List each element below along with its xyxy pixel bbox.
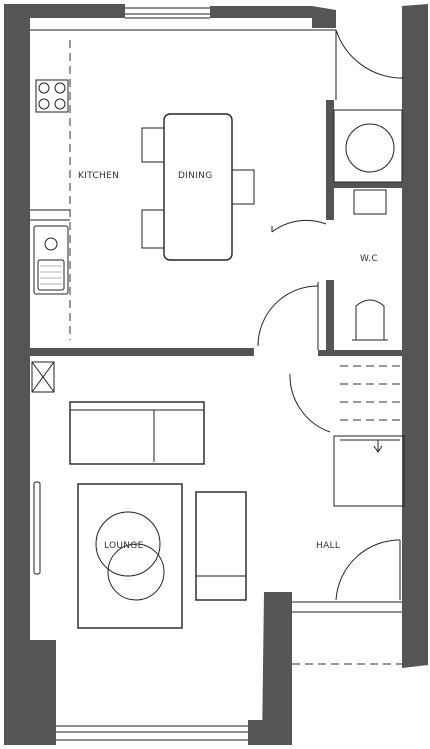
kitchen-units — [30, 40, 71, 340]
wc-room — [271, 189, 388, 341]
kitchen-door-icon — [257, 282, 319, 350]
top-wall-left — [30, 4, 125, 18]
exterior-walls — [4, 4, 428, 745]
wc-wall-lower — [326, 280, 334, 356]
cupboard-x-icon — [31, 361, 55, 393]
chair-icon — [141, 127, 165, 163]
top-windows — [30, 7, 336, 31]
storage-door-icon — [335, 29, 404, 100]
porch-wall — [262, 592, 292, 745]
storage-cupboard — [333, 109, 403, 183]
top-wall-middle — [210, 6, 312, 18]
top-wall-right-pier — [312, 6, 336, 28]
internal-walls — [30, 100, 404, 356]
bay-wall-right — [248, 720, 264, 745]
chair-icon — [231, 169, 255, 205]
kitchen-label: KITCHEN — [78, 171, 119, 181]
boiler-icon — [345, 123, 395, 173]
dining-label: DINING — [178, 171, 212, 181]
lounge-furniture — [31, 361, 247, 629]
radiator-icon — [33, 481, 41, 575]
basin-icon — [353, 189, 387, 215]
kitchen-lounge-partition — [30, 348, 254, 356]
left-wall — [4, 4, 56, 745]
bay-wall-left — [30, 640, 56, 745]
rug — [77, 483, 183, 629]
front-door-icon — [292, 539, 402, 665]
wc-bottom-wall — [318, 350, 404, 356]
hall-label: HALL — [316, 541, 340, 551]
toilet-icon — [355, 299, 385, 341]
chair-icon — [141, 209, 165, 249]
stairs — [289, 365, 405, 507]
bottom-wall — [56, 728, 262, 745]
right-wall — [402, 4, 428, 668]
wc-label: W.C — [360, 254, 378, 264]
bay-window — [56, 725, 248, 741]
wc-wall-upper — [326, 100, 334, 220]
sink-icon — [33, 225, 69, 295]
armchair-icon — [195, 491, 247, 601]
dining-table — [141, 113, 255, 261]
coffee-table-icon — [95, 511, 161, 577]
room-labels: KITCHEN DINING W.C LOUNGE HALL — [78, 171, 378, 551]
lounge-label: LOUNGE — [104, 541, 144, 551]
coffee-table-icon — [107, 543, 165, 601]
arrow-up-icon — [373, 445, 383, 453]
hob-icon — [35, 79, 69, 113]
sofa-icon — [69, 401, 205, 465]
storage-wc-divider — [334, 182, 404, 188]
